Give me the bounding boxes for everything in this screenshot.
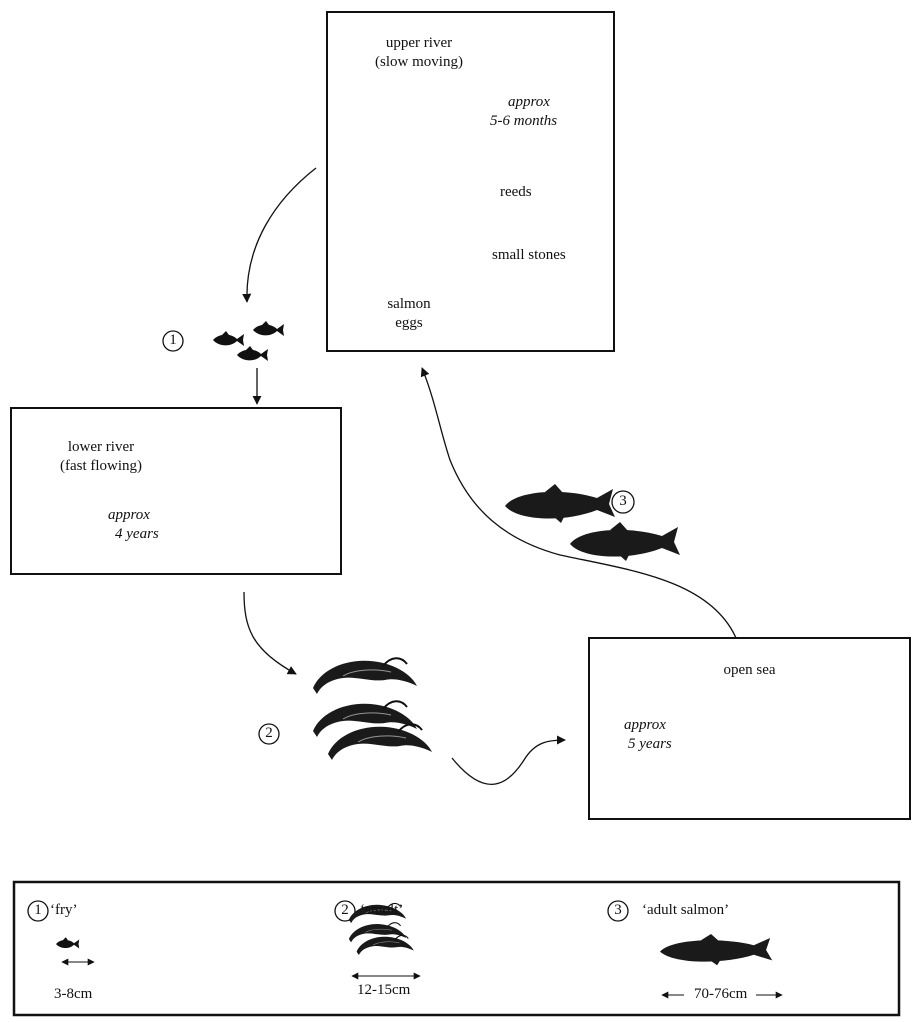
lower-river-title-line2: (fast flowing) [59,458,143,474]
legend-adult-icon [660,934,773,966]
legend-fry-number: 1 [34,902,42,918]
fry-fish-group [213,321,284,361]
legend-adult-name: ‘adult salmon’ [642,902,730,918]
upper-river-title: upper river (slow moving) [354,34,484,72]
reeds-label: reeds [500,184,532,200]
arrow-sea-to-upper [420,367,737,639]
open-sea-duration-line2: 5 years [628,736,672,752]
open-sea-box [588,637,911,820]
salmon-eggs-label: salmon eggs [378,295,440,333]
marker-3 [611,490,635,514]
marker-3-number: 3 [619,493,627,509]
marker-1 [162,330,184,352]
lower-river-duration-line1: approx [108,507,150,523]
upper-river-duration: approx 5-6 months [490,93,557,131]
smolt-fish-group [312,657,433,761]
open-sea-duration: approx 5 years [624,716,672,754]
open-sea-title: open sea [723,662,776,678]
arrow-upper-to-fry [242,167,317,303]
legend-adult-size: 70-76cm [694,986,748,1002]
legend-fry-icon [56,937,80,949]
upper-river-title-line2: (slow moving) [375,54,463,70]
lower-river-title-line1: lower river [67,439,135,455]
legend-fry-size: 3-8cm [54,986,93,1002]
upper-river-duration-line1: approx [508,94,550,110]
legend-smolt-name: ‘smolt’ [360,902,404,918]
marker-2-number: 2 [265,725,273,741]
small-stones-label: small stones [492,247,566,263]
legend-marker-2 [334,900,356,922]
marker-2 [258,723,280,745]
legend-smolt-number: 2 [341,902,349,918]
arrow-lower-to-smolt [243,591,297,675]
legend-adult-number: 3 [614,902,622,918]
arrow-smolt-to-sea [451,735,566,786]
marker-1-number: 1 [169,332,177,348]
legend-frame [12,880,901,1017]
upper-river-box [326,11,615,352]
adult-salmon-group [505,484,680,561]
open-sea-duration-line1: approx [624,717,666,733]
legend-fry-name: ‘fry’ [50,902,78,918]
lower-river-box [10,407,342,575]
legend-marker-3 [607,900,629,922]
legend-smolt-size: 12-15cm [357,982,411,998]
upper-river-duration-line2: 5-6 months [490,113,558,129]
upper-river-title-line1: upper river [385,35,453,51]
salmon-eggs-label-line2: eggs [395,315,423,331]
salmon-eggs-label-line1: salmon [387,296,431,312]
lower-river-duration: approx 4 years [108,506,159,544]
lower-river-title: lower river (fast flowing) [46,438,156,476]
legend-marker-1 [27,900,49,922]
lower-river-duration-line2: 4 years [115,526,159,542]
